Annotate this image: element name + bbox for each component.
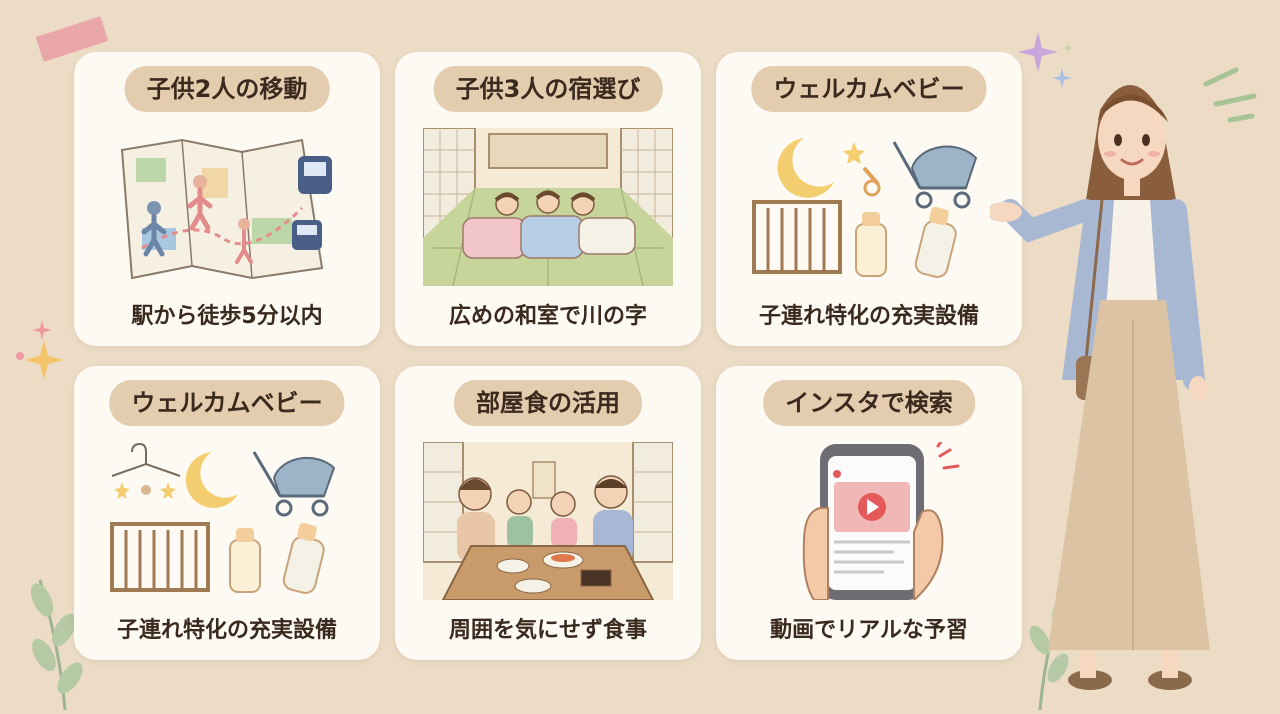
sparkle-icon	[1018, 32, 1074, 88]
card-accommodation: 子供3人の宿選び 広めの和室で川の字	[395, 52, 701, 346]
smartphone-video-icon	[802, 442, 960, 600]
card-title: 子供2人の移動	[124, 66, 330, 112]
card-title: 部屋食の活用	[454, 380, 642, 426]
card-welcome-baby: ウェルカムベビー 子連れ特化の充実設備	[74, 366, 380, 660]
card-caption: 動画でリアルな予習	[770, 618, 968, 643]
card-title: ウェルカムベビー	[751, 66, 987, 112]
sparkle-icon	[16, 320, 64, 380]
baby-goods-icon	[752, 138, 978, 278]
card-caption: 子連れ特化の充実設備	[116, 618, 337, 643]
card-transport: 子供2人の移動 駅から徒歩5分以内	[74, 52, 380, 346]
accent-lines-icon	[1203, 67, 1257, 123]
card-instagram-search: インスタで検索 動画でリアルな予習	[716, 366, 1022, 660]
card-title: インスタで検索	[763, 380, 975, 426]
tatami-room-icon	[423, 128, 673, 286]
card-caption: 駅から徒歩5分以内	[131, 304, 323, 329]
card-title: ウェルカムベビー	[109, 380, 345, 426]
card-title: 子供3人の宿選び	[433, 66, 663, 112]
card-caption: 広めの和室で川の字	[448, 304, 647, 329]
map-walking-icon	[120, 138, 332, 280]
woman-presenter-icon	[990, 85, 1210, 690]
card-caption: 子連れ特化の充実設備	[758, 304, 979, 329]
card-caption: 周囲を気にせず食事	[448, 618, 647, 643]
card-welcome-baby: ウェルカムベビー 子連れ特化の充実設備	[716, 52, 1022, 346]
baby-goods-icon	[110, 442, 336, 594]
family-dinner-icon	[423, 442, 673, 600]
card-in-room-dining: 部屋食の活用 周囲を気にせず食事	[395, 366, 701, 660]
leaf-decoration-icon	[30, 579, 83, 710]
